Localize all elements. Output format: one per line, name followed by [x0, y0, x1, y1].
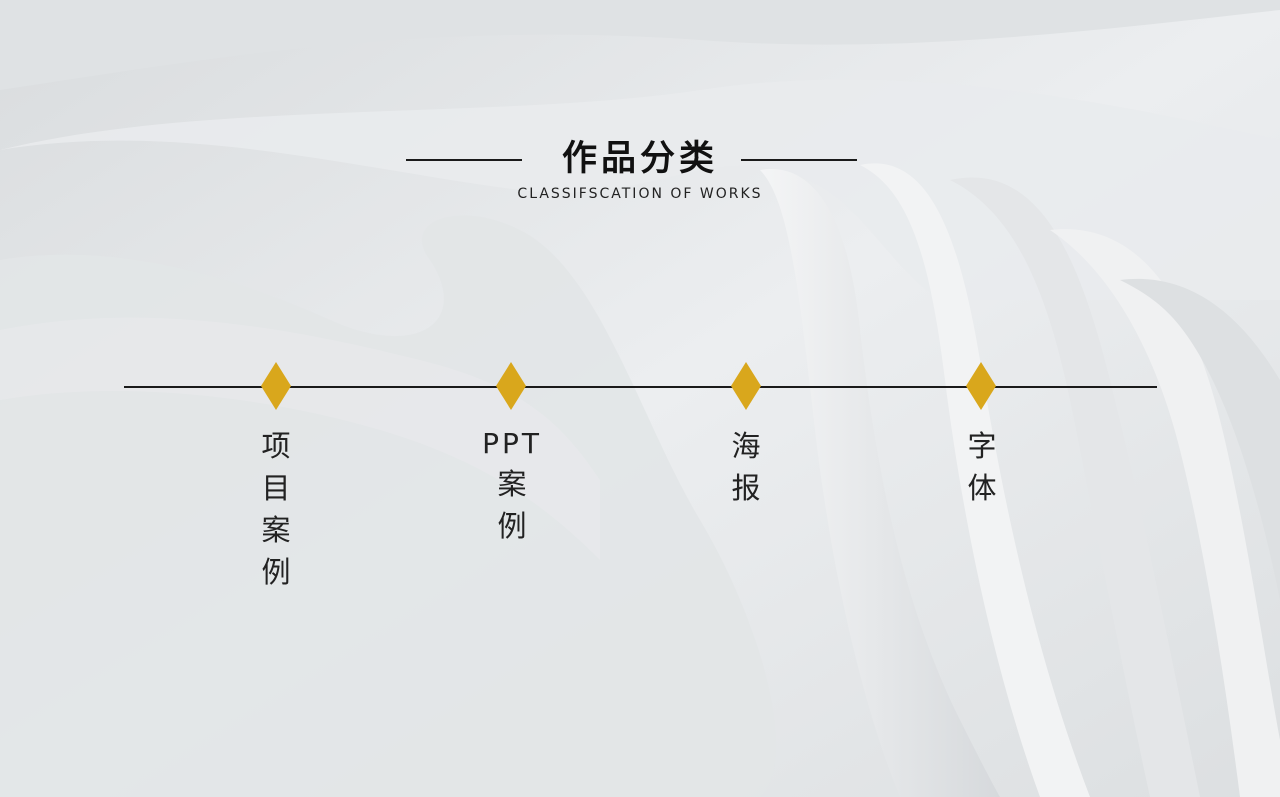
category-char: 例	[261, 555, 291, 589]
timeline-line	[124, 386, 1157, 388]
page-title: 作品分类	[561, 139, 718, 179]
category-char: 案	[497, 467, 527, 501]
category-char: 海	[731, 429, 761, 463]
category-project-cases[interactable]: 项 目 案 例	[236, 425, 316, 593]
diamond-marker-icon	[261, 362, 291, 410]
category-char: 目	[261, 471, 291, 505]
category-latin: PPT	[482, 427, 542, 460]
diamond-marker-icon	[496, 362, 526, 410]
category-char: 字	[967, 429, 997, 463]
title-right-rule	[741, 159, 857, 161]
category-char: 体	[967, 471, 997, 505]
category-posters[interactable]: 海 报	[706, 425, 786, 509]
category-char: 项	[261, 429, 291, 463]
title-left-rule	[406, 159, 522, 161]
section-header: 作品分类 CLASSIFSCATION OF WORKS	[0, 134, 1280, 214]
category-ppt-cases[interactable]: PPT 案 例	[472, 425, 552, 547]
diamond-marker-icon	[966, 362, 996, 410]
category-fonts[interactable]: 字 体	[942, 425, 1022, 509]
category-char: 报	[731, 471, 761, 505]
page-subtitle: CLASSIFSCATION OF WORKS	[517, 186, 763, 202]
category-char: 案	[261, 513, 291, 547]
diamond-marker-icon	[731, 362, 761, 410]
category-char: 例	[497, 509, 527, 543]
